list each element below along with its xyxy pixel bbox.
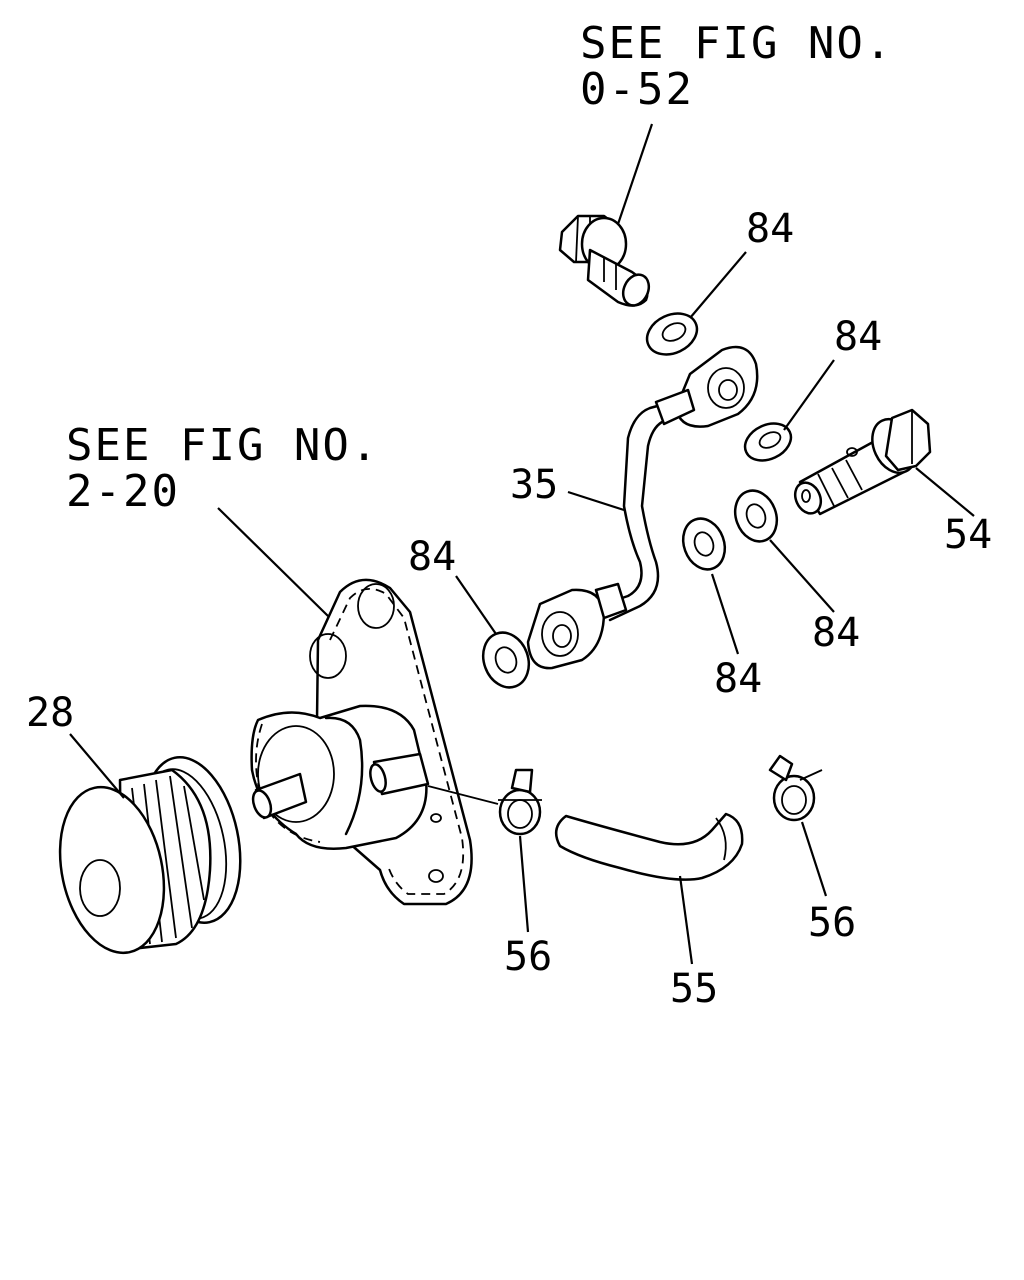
washer-84-left (481, 631, 531, 689)
reference-fig-0-52-line1: SEE FIG NO. (580, 18, 893, 69)
leader-35 (567, 490, 625, 512)
callout-28: 28 (26, 690, 74, 736)
callout-84-b: 84 (834, 314, 882, 360)
leader-84-d (710, 573, 740, 655)
callout-84-c: 84 (812, 610, 860, 656)
callout-54: 54 (944, 512, 992, 558)
callout-56-a: 56 (504, 934, 552, 980)
callout-84-e: 84 (408, 534, 456, 580)
banjo-bolt-54 (793, 408, 932, 516)
leader-fig-0-52 (614, 123, 654, 231)
leader-84-c (769, 539, 835, 613)
leader-84-a (689, 251, 747, 319)
leader-56-b (800, 821, 828, 897)
leader-56-a (518, 835, 530, 933)
callout-56-b: 56 (808, 900, 856, 946)
reference-fig-2-20-line1: SEE FIG NO. (66, 420, 379, 471)
oil-pipe-35 (526, 345, 759, 670)
banjo-bolt-upper (558, 214, 651, 307)
leader-28 (69, 733, 125, 799)
leader-fig-2-20 (217, 507, 329, 617)
callout-84-a: 84 (746, 206, 794, 252)
callout-84-d: 84 (714, 656, 762, 702)
leader-84-b (783, 359, 835, 431)
filter-cap-28 (58, 756, 242, 955)
reference-fig-2-20-line2: 2-20 (66, 466, 180, 517)
callout-35: 35 (510, 462, 558, 508)
washer-84-right-lower (733, 489, 779, 543)
turbocharger-bracket (250, 578, 499, 906)
washer-84-right-upper (743, 422, 793, 462)
reference-fig-0-52-line2: 0-52 (580, 64, 694, 115)
hose-clamp-56-right (768, 754, 823, 822)
leader-55 (678, 875, 694, 965)
washer-84-upper (645, 312, 699, 356)
callout-55: 55 (670, 966, 718, 1012)
washer-84-middle (681, 517, 727, 571)
leader-84-e (455, 575, 497, 635)
hose-55 (554, 812, 744, 881)
hose-clamp-56-left (498, 768, 542, 836)
leader-54 (915, 467, 975, 517)
